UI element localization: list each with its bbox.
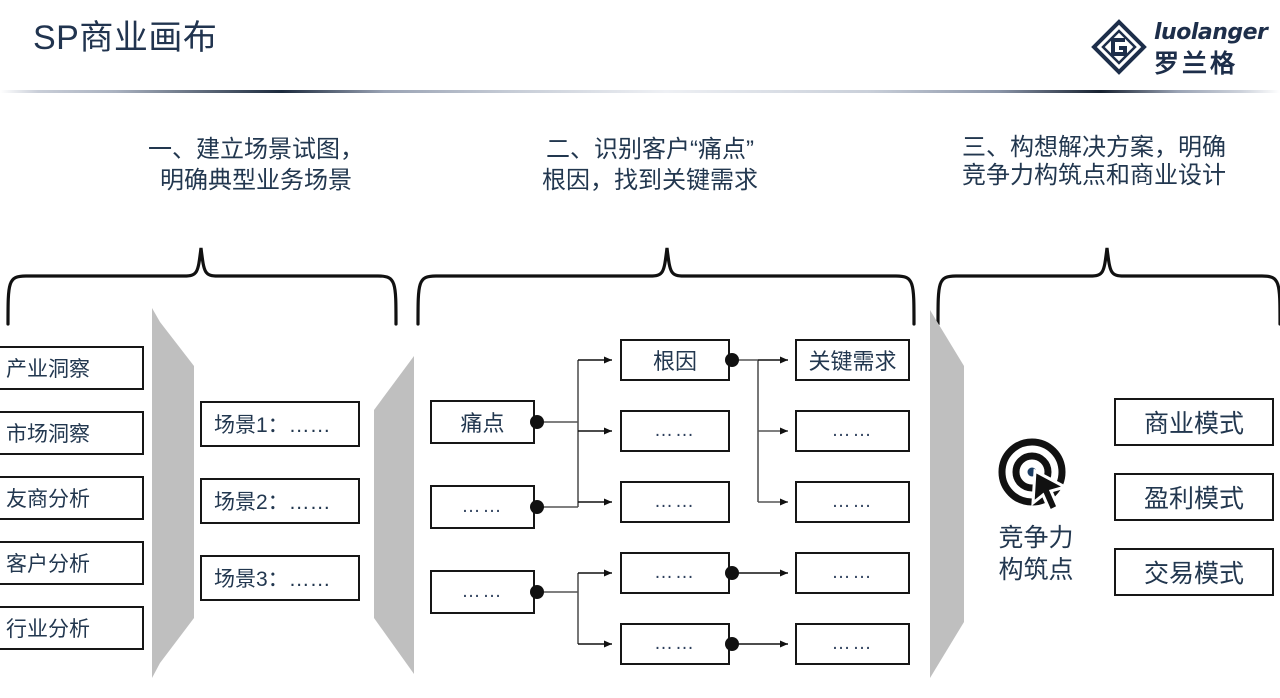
mode-label: 交易模式 [1143,560,1244,588]
insight-label: 市场洞察 [6,423,90,446]
painpoint-label: …… [461,581,504,602]
keyneed-label: …… [831,491,874,512]
rootcause-label: …… [654,491,696,512]
mode-label: 盈利模式 [1143,485,1244,513]
brand-logo: luolanger 罗兰格 [1091,16,1272,78]
flow-arrow-shape-three [930,310,964,678]
competitive-label: 竞争力 构筑点 [998,524,1074,584]
insight-label: 客户分析 [6,553,90,576]
header-divider [0,90,1280,93]
keyneed-box-4[interactable]: …… [795,623,910,665]
painpoint-box-2[interactable]: …… [430,570,535,614]
target-cursor-icon [998,438,1069,514]
scenario-label: 场景3：…… [214,568,331,591]
rootcause-label: …… [654,633,696,654]
scenario-box-0[interactable]: 场景1：…… [200,401,360,447]
mode-label: 商业模式 [1143,410,1244,438]
logo-text-cn: 罗兰格 [1154,50,1239,78]
insight-box-1[interactable]: 市场洞察 [0,411,144,455]
rootcause-box-4[interactable]: …… [620,623,730,665]
flow-arrow-shape-two [374,356,414,674]
keyneed-box-0[interactable]: 关键需求 [795,339,910,381]
keyneed-label: …… [831,420,874,441]
brace-section-three [936,247,1280,326]
section-heading-two: 二、识别客户“痛点” 根因，找到关键需求 [542,136,758,194]
keyneed-box-3[interactable]: …… [795,552,910,594]
page-title: SP商业画布 [33,19,218,57]
insight-box-3[interactable]: 客户分析 [0,541,144,585]
brace-section-one [6,247,398,326]
logo-text-en: luolanger [1154,20,1268,45]
insight-box-2[interactable]: 友商分析 [0,476,144,520]
scenario-box-2[interactable]: 场景3：…… [200,555,360,601]
mode-box-2[interactable]: 交易模式 [1114,548,1274,596]
brace-section-two [416,247,916,326]
insight-label: 产业洞察 [6,358,90,381]
painpoint-box-0[interactable]: 痛点 [430,400,535,444]
keyneed-label: …… [831,633,874,654]
rootcause-label: 根因 [652,349,697,374]
painpoint-box-1[interactable]: …… [430,485,535,529]
insight-label: 行业分析 [6,618,90,641]
mode-box-1[interactable]: 盈利模式 [1114,473,1274,521]
scenario-label: 场景2：…… [214,491,331,514]
insight-box-4[interactable]: 行业分析 [0,606,144,650]
rootcause-box-0[interactable]: 根因 [620,339,730,381]
insight-box-0[interactable]: 产业洞察 [0,346,144,390]
section-heading-one: 一、建立场景试图， 明确典型业务场景 [148,136,364,194]
rootcause-box-2[interactable]: …… [620,481,730,523]
flow-arrow-shape-one [152,308,194,678]
rootcause-box-1[interactable]: …… [620,410,730,452]
keyneed-label: 关键需求 [808,349,897,374]
diamond-g-logo-icon [1091,19,1147,75]
keyneed-box-2[interactable]: …… [795,481,910,523]
scenario-box-1[interactable]: 场景2：…… [200,478,360,524]
rootcause-label: …… [654,420,696,441]
rootcause-box-3[interactable]: …… [620,552,730,594]
painpoint-label: …… [461,496,504,517]
insight-label: 友商分析 [6,488,90,511]
rootcause-label: …… [654,562,696,583]
section-heading-three: 三、构想解决方案，明确 竞争力构筑点和商业设计 [962,134,1226,189]
scenario-label: 场景1：…… [214,414,331,437]
mode-box-0[interactable]: 商业模式 [1114,398,1274,446]
painpoint-label: 痛点 [460,411,505,436]
keyneed-label: …… [831,562,874,583]
keyneed-box-1[interactable]: …… [795,410,910,452]
